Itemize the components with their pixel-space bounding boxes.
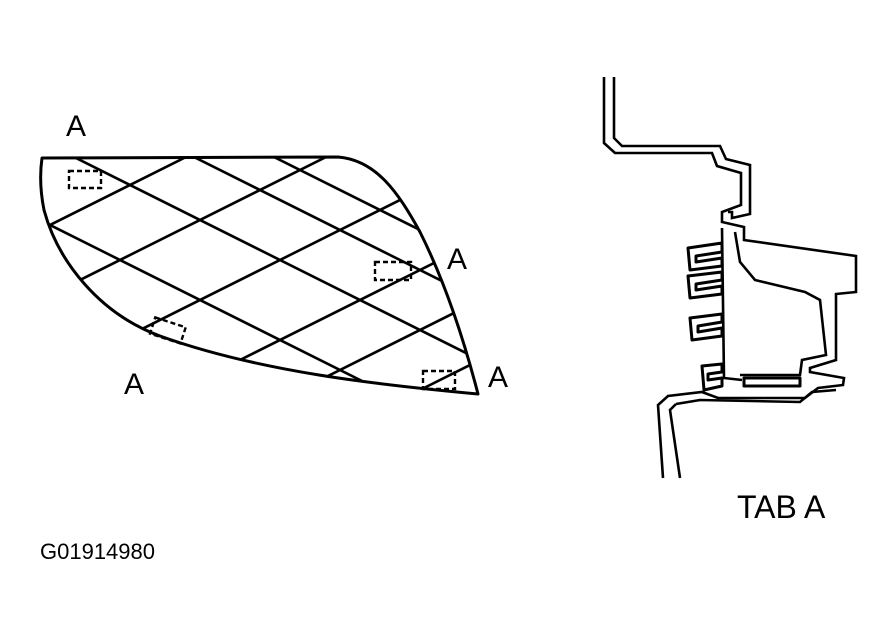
clip-fins bbox=[686, 241, 802, 392]
panel-profile-inner bbox=[612, 77, 752, 220]
callout-a-bottom-left: A bbox=[124, 368, 144, 401]
tab-a-label: TAB A bbox=[737, 489, 826, 525]
grille-mesh bbox=[40, 157, 479, 394]
panel-lower-inner bbox=[675, 388, 837, 406]
panel-lower-return bbox=[668, 403, 682, 479]
tab-location-2 bbox=[373, 260, 413, 282]
grille-insert-outline bbox=[39, 155, 480, 396]
callout-a-right: A bbox=[447, 243, 467, 276]
figure-id: G01914980 bbox=[40, 539, 155, 564]
retainer-body bbox=[733, 231, 828, 377]
grille-insert-view: A A A A bbox=[39, 110, 508, 401]
callout-a-bottom-right: A bbox=[488, 361, 508, 394]
tab-a-section-view: TAB A bbox=[602, 77, 858, 525]
panel-profile-outer bbox=[602, 77, 858, 479]
tab-location-1 bbox=[67, 169, 103, 190]
callout-a-top-left: A bbox=[66, 110, 86, 143]
tab-location-4 bbox=[421, 369, 457, 391]
tab-location-3 bbox=[148, 315, 188, 346]
